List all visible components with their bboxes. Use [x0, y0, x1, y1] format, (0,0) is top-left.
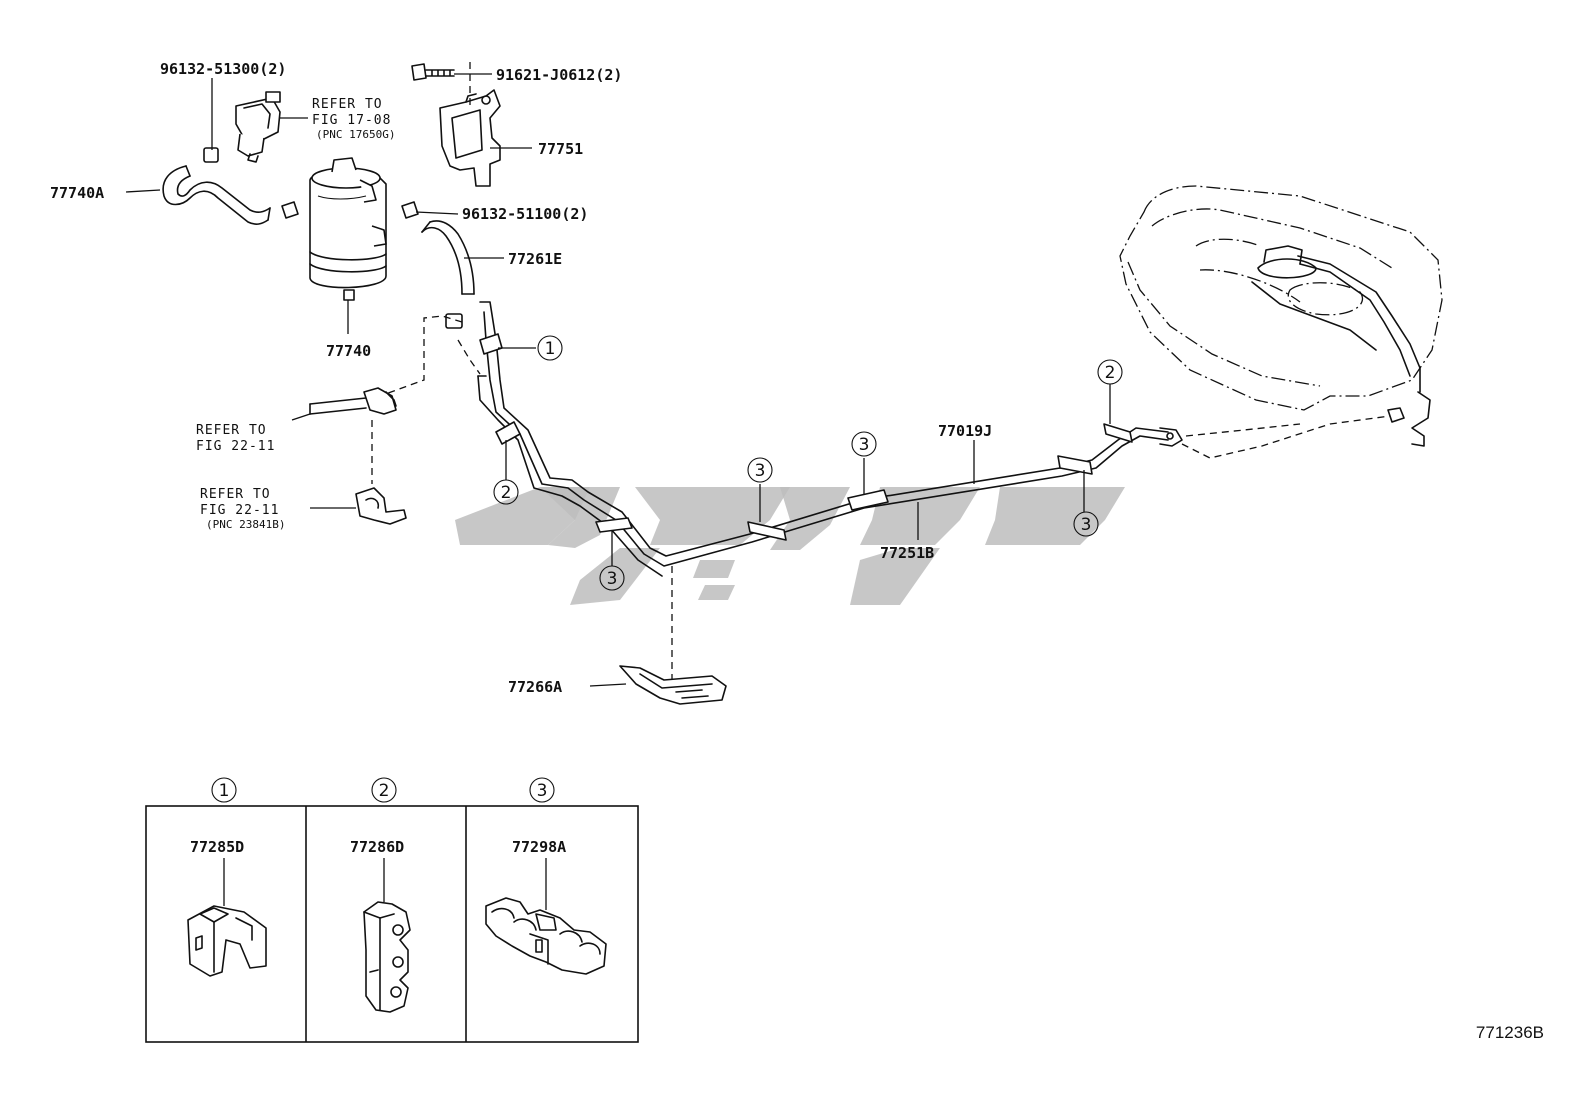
callout-3-c: 3 [851, 431, 877, 457]
legend-col-3: 3 77298A [485, 777, 607, 975]
note-refer-17-08-line2: FIG 17-08 [312, 113, 391, 128]
label-77019j: 77019J [938, 422, 992, 440]
legend-part-77285d: 77285D [190, 838, 244, 856]
clamp-2-left [495, 421, 521, 445]
legend-col-2: 2 77286D [350, 777, 411, 1013]
tank-dashed-connection-1 [1181, 415, 1391, 459]
callout-2-left: 2 [493, 479, 519, 505]
svg-text:2: 2 [379, 781, 390, 801]
svg-text:1: 1 [545, 339, 556, 359]
clamp-77298a-illustration [485, 897, 607, 975]
label-77266a: 77266A [508, 678, 562, 696]
svg-text:3: 3 [859, 435, 870, 455]
small-clip-vapor [445, 313, 463, 329]
note-refer-22-11a-line2: FIG 22-11 [196, 439, 275, 454]
hose-77261e [421, 220, 475, 295]
clamp-3-c [847, 489, 889, 511]
leader-lines [125, 73, 1111, 687]
vsv-valve [235, 91, 281, 163]
legend-part-77286d: 77286D [350, 838, 404, 856]
legend-part-77298a: 77298A [512, 838, 566, 856]
fuel-tank-outline [1119, 185, 1443, 447]
callout-1-upper: 1 [537, 335, 563, 361]
clip-dashed-guide-2 [457, 339, 481, 375]
legend-col-1: 1 77285D [187, 777, 267, 977]
svg-text:3: 3 [537, 781, 548, 801]
tank-dashed-connection-2 [1185, 423, 1301, 437]
callout-2-right: 2 [1097, 359, 1123, 385]
svg-text:2: 2 [501, 483, 512, 503]
pipe-clamp-fig22-11 [355, 487, 407, 525]
bolt-91621-j0612 [411, 63, 455, 81]
svg-text:3: 3 [607, 569, 618, 589]
svg-text:3: 3 [1081, 515, 1092, 535]
clip-canister-left [281, 201, 299, 219]
clamp-77285d-illustration [187, 905, 267, 977]
note-refer-22-11b-line1: REFER TO [200, 487, 271, 502]
watermark-logo [455, 487, 1125, 605]
note-refer-17-08-line3: (PNC 17650G) [316, 128, 395, 141]
note-refer-17-08-line1: REFER TO [312, 97, 383, 112]
clamp-3-d [1057, 455, 1093, 475]
clamp-1-upper [479, 333, 503, 355]
svg-text:1: 1 [219, 781, 230, 801]
clip-96132-51300 [203, 147, 219, 163]
svg-text:3: 3 [755, 461, 766, 481]
vapor-hose-fig22-11 [309, 387, 397, 415]
label-77740: 77740 [326, 342, 371, 360]
clamp-2-right [1103, 423, 1133, 443]
label-96132-51100: 96132-51100(2) [462, 205, 588, 223]
note-refer-22-11b-line3: (PNC 23841B) [206, 518, 285, 531]
label-77261e: 77261E [508, 250, 562, 268]
clamp-77286d-illustration [363, 901, 411, 1013]
protector-77266a [619, 665, 727, 705]
callout-3-b: 3 [747, 457, 773, 483]
legend-table: 1 77285D 2 77286D [145, 777, 639, 1043]
callout-3-d: 3 [1073, 511, 1099, 537]
hose-77740a [162, 165, 271, 225]
label-77251b: 77251B [880, 544, 934, 562]
bracket-77751 [439, 89, 501, 187]
label-77740a: 77740A [50, 184, 104, 202]
clamp-3-a [595, 517, 633, 533]
clip-96132-51100 [401, 201, 419, 219]
figure-id: 771236B [1476, 1023, 1544, 1042]
clamp-3-b [747, 521, 787, 541]
svg-text:2: 2 [1105, 363, 1116, 383]
label-91621-j0612: 91621-J0612(2) [496, 66, 622, 84]
fuel-tube-assembly-77019j [477, 301, 1183, 577]
label-96132-51300: 96132-51300(2) [160, 60, 286, 78]
clip-dashed-guide-1 [379, 315, 463, 397]
note-refer-22-11b-line2: FIG 22-11 [200, 503, 279, 518]
charcoal-canister-77740 [309, 157, 387, 301]
note-refer-22-11a-line1: REFER TO [196, 423, 267, 438]
callout-3-a: 3 [599, 565, 625, 591]
label-77751: 77751 [538, 140, 583, 158]
